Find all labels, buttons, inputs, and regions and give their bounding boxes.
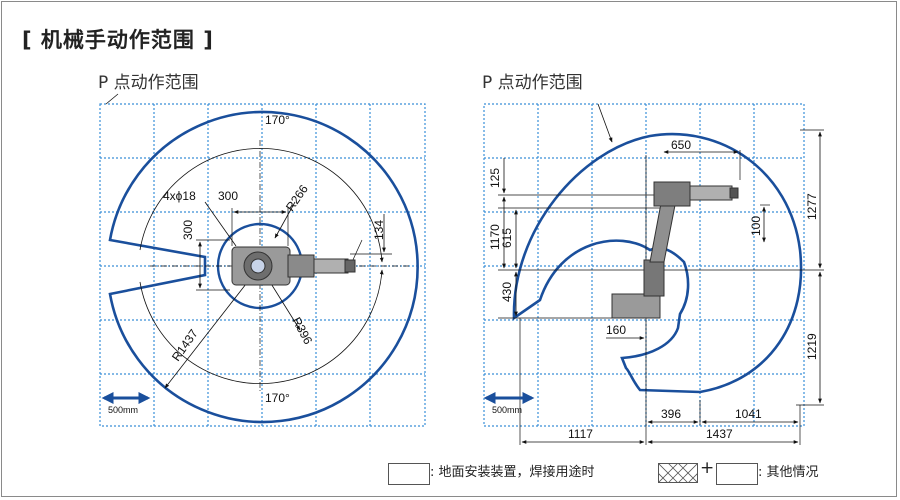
legend-hatch-box	[658, 463, 698, 483]
right-d615-label: 615	[500, 228, 514, 248]
right-d1041-label: 1041	[735, 407, 762, 421]
right-d160-label: 160	[606, 323, 626, 337]
left-d300-v-label: 300	[181, 220, 195, 240]
legend-floor-box	[388, 463, 430, 485]
page-title: [ 机械手动作范围 ]	[22, 28, 214, 52]
left-r396-label: R396	[289, 315, 315, 347]
right-p-label: P 点动作范围	[482, 73, 583, 93]
right-d125-label: 125	[488, 168, 502, 188]
left-p-label: P 点动作范围	[98, 73, 199, 93]
right-d1170-label: 1170	[488, 224, 502, 250]
right-d1117-label: 1117	[568, 427, 593, 441]
right-scale-label: 500mm	[492, 405, 522, 415]
legend-other-box	[716, 463, 758, 485]
legend-other-label: : 其他情况	[758, 465, 819, 480]
left-r1437-label: R1437	[169, 326, 201, 363]
left-r266-label: R266	[283, 182, 311, 214]
right-d1277-label: 1277	[805, 193, 819, 220]
left-angle-arc-bottom	[139, 269, 384, 385]
legend-plus: +	[700, 458, 715, 478]
right-d1219-label: 1219	[805, 333, 819, 360]
left-d300-h-label: 300	[218, 189, 238, 203]
right-d1437-label: 1437	[706, 427, 733, 441]
left-scale-label: 500mm	[108, 405, 138, 415]
right-robot	[611, 181, 739, 319]
left-d134-label: 134	[372, 220, 386, 240]
right-d100-label: 100	[749, 216, 763, 236]
legend-floor-label: : 地面安装装置，焊接用途时	[430, 465, 595, 480]
right-d430-label: 430	[500, 282, 514, 302]
left-angle-top-label: 170°	[265, 113, 290, 127]
left-holes-label: 4xϕ18	[163, 189, 196, 203]
left-angle-arc-top	[139, 147, 384, 263]
right-d396-label: 396	[661, 407, 681, 421]
left-angle-bottom-label: 170°	[265, 391, 290, 405]
left-robot	[231, 246, 356, 286]
right-d650-label: 650	[671, 138, 691, 152]
left-envelope	[108, 110, 419, 424]
